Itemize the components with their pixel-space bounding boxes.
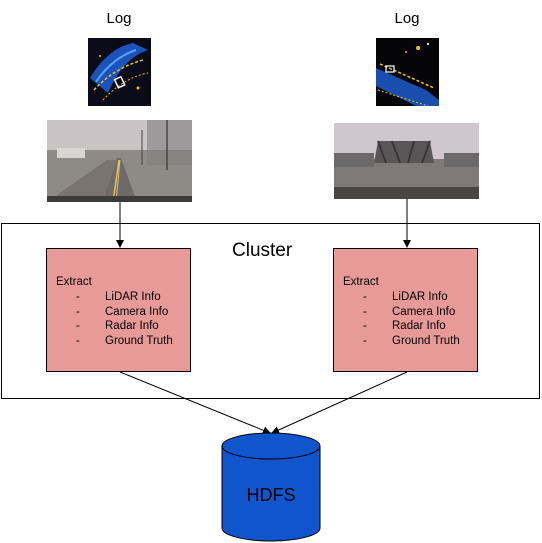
item-radar-info: Radar Info <box>105 320 159 332</box>
item-ground-truth: Ground Truth <box>392 335 460 347</box>
bullet-dash: - <box>363 306 367 318</box>
hdfs-database-cylinder <box>221 432 321 542</box>
item-ground-truth: Ground Truth <box>105 335 173 347</box>
list-item: - LiDAR Info <box>47 291 192 305</box>
arrow-left-extract-to-hdfs <box>119 371 271 435</box>
list-item: - Camera Info <box>47 306 192 320</box>
log-label-right: Log <box>394 10 420 27</box>
lidar-scan-image-left <box>88 38 151 106</box>
item-camera-info: Camera Info <box>392 306 456 318</box>
extract-block-left: Extract - LiDAR Info - Camera Info - Rad… <box>46 248 191 372</box>
list-item: - LiDAR Info <box>334 291 479 305</box>
item-lidar-info: LiDAR Info <box>392 291 448 303</box>
bullet-dash: - <box>363 291 367 303</box>
arrow-right-extract-to-hdfs <box>271 371 408 434</box>
item-camera-info: Camera Info <box>105 306 169 318</box>
camera-road-image-left <box>47 120 192 202</box>
bullet-dash: - <box>76 291 80 303</box>
extract-block-right: Extract - LiDAR Info - Camera Info - Rad… <box>333 248 478 372</box>
list-item: - Ground Truth <box>334 335 479 349</box>
list-item: - Radar Info <box>47 320 192 334</box>
bullet-dash: - <box>76 320 80 332</box>
extract-title: Extract <box>343 276 379 288</box>
cluster-container <box>1 223 540 399</box>
hdfs-label: HDFS <box>246 485 296 505</box>
list-item: - Camera Info <box>334 306 479 320</box>
item-lidar-info: LiDAR Info <box>105 291 161 303</box>
bullet-dash: - <box>76 335 80 347</box>
camera-bridge-image-right <box>334 123 479 199</box>
list-item: - Radar Info <box>334 320 479 334</box>
bullet-dash: - <box>76 306 80 318</box>
bullet-dash: - <box>363 335 367 347</box>
lidar-scan-image-right <box>376 38 439 106</box>
bullet-dash: - <box>363 320 367 332</box>
cluster-title: Cluster <box>232 240 293 261</box>
item-radar-info: Radar Info <box>392 320 446 332</box>
log-label-left: Log <box>106 10 132 27</box>
list-item: - Ground Truth <box>47 335 192 349</box>
extract-title: Extract <box>56 276 92 288</box>
